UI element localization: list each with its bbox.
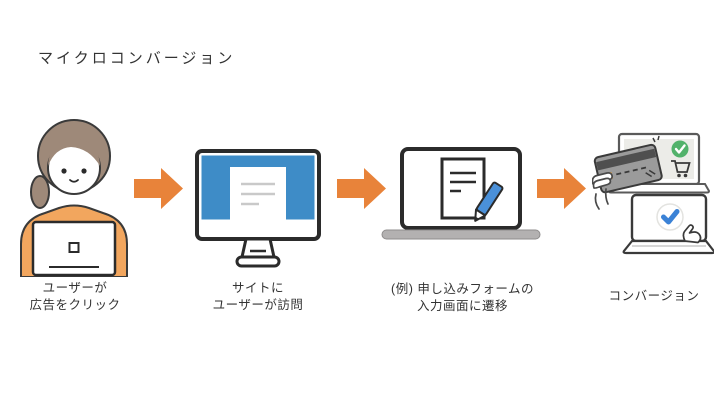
checkout-conversion-illustration [592,132,714,258]
blue-check-icon [656,203,684,231]
caption-line: 入力画面に遷移 [416,299,508,313]
right-arrow-icon [134,166,184,211]
caption-line: コンバージョン [608,289,700,303]
desktop-monitor-illustration [193,147,323,269]
caption-line: 広告をクリック [29,298,121,312]
step-caption-site-visit: サイトに ユーザーが訪問 [188,280,328,314]
right-arrow-icon [537,166,587,211]
page-title: マイクロコンバージョン [38,50,236,67]
step-caption-form-screen: (例) 申し込みフォームの 入力画面に遷移 [375,281,550,315]
user-at-laptop-illustration [13,114,135,277]
caption-line: ユーザーが訪問 [212,298,304,312]
pen-icon [474,181,504,222]
pointing-hand-icon [682,224,702,244]
hand-holding-card [592,172,613,210]
green-check-icon [671,140,689,158]
caption-line: ユーザーが [42,281,108,295]
right-arrow-icon [337,166,387,211]
laptop-form-illustration [380,146,542,242]
step-caption-conversion: コンバージョン [584,288,720,305]
caption-line: サイトに [231,281,284,295]
caption-line: (例) 申し込みフォームの [391,282,534,296]
step-caption-user-clicks-ad: ユーザーが 広告をクリック [5,280,145,314]
credit-card-icon [593,143,663,194]
cart-icon [671,160,691,178]
